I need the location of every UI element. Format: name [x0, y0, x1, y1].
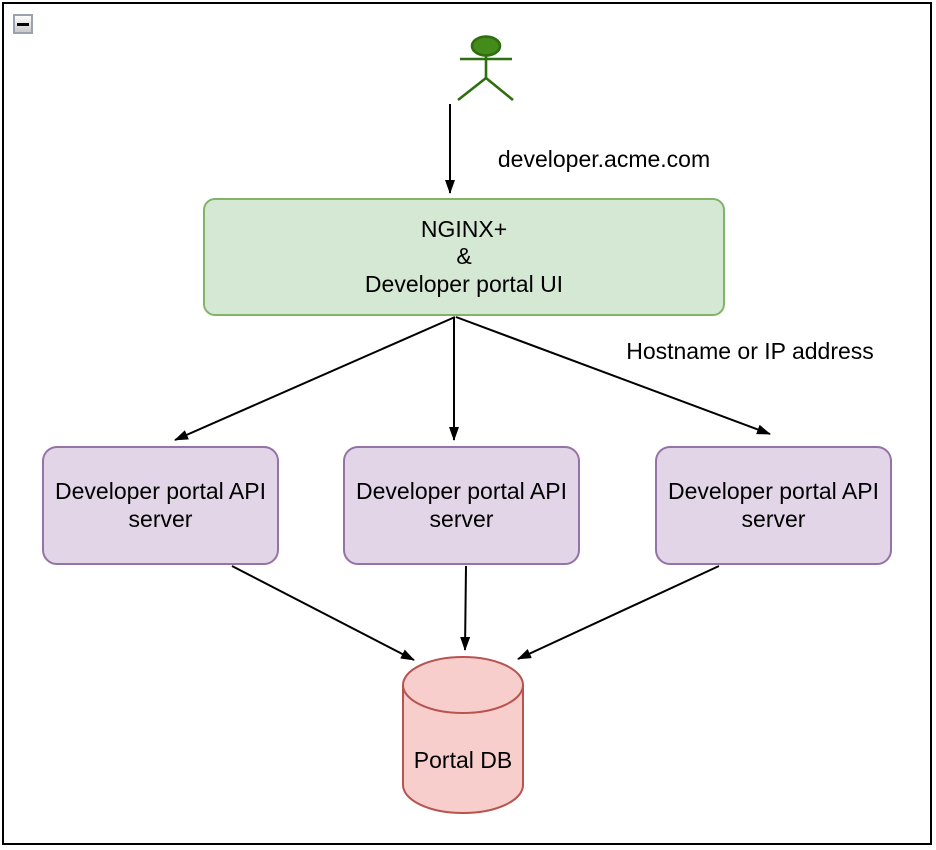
edge-label-hostname: Hostname or IP address	[626, 338, 874, 364]
node-nginx-line-1: NGINX+	[420, 215, 508, 242]
node-portal-db-shape[interactable]	[402, 656, 524, 814]
edge-api-1-to-db[interactable]	[231, 565, 415, 661]
edge-nginx-to-api-3[interactable]	[455, 316, 771, 435]
node-api-server-3[interactable]: Developer portal API server	[655, 446, 892, 565]
node-nginx-portal-ui[interactable]: NGINX+ & Developer portal UI	[203, 198, 725, 316]
edge-api-2-to-db[interactable]	[460, 565, 471, 651]
node-api-server-2-label: Developer portal API server	[356, 477, 567, 532]
minus-icon	[17, 22, 29, 26]
node-nginx-line-2: &	[456, 243, 472, 270]
user-actor-icon[interactable]	[457, 35, 514, 102]
node-nginx-line-3: Developer portal UI	[364, 270, 564, 297]
edge-api-3-to-db[interactable]	[517, 565, 720, 660]
edge-nginx-to-api-1[interactable]	[174, 316, 456, 441]
node-api-server-1-label: Developer portal API server	[55, 477, 266, 532]
node-api-server-3-label: Developer portal API server	[668, 477, 879, 532]
edge-label-request-url: developer.acme.com	[497, 146, 711, 172]
collapse-button[interactable]	[13, 14, 33, 34]
node-portal-db-label: Portal DB	[413, 747, 513, 773]
node-api-server-1[interactable]: Developer portal API server	[42, 446, 279, 565]
node-api-server-2[interactable]: Developer portal API server	[343, 446, 580, 565]
